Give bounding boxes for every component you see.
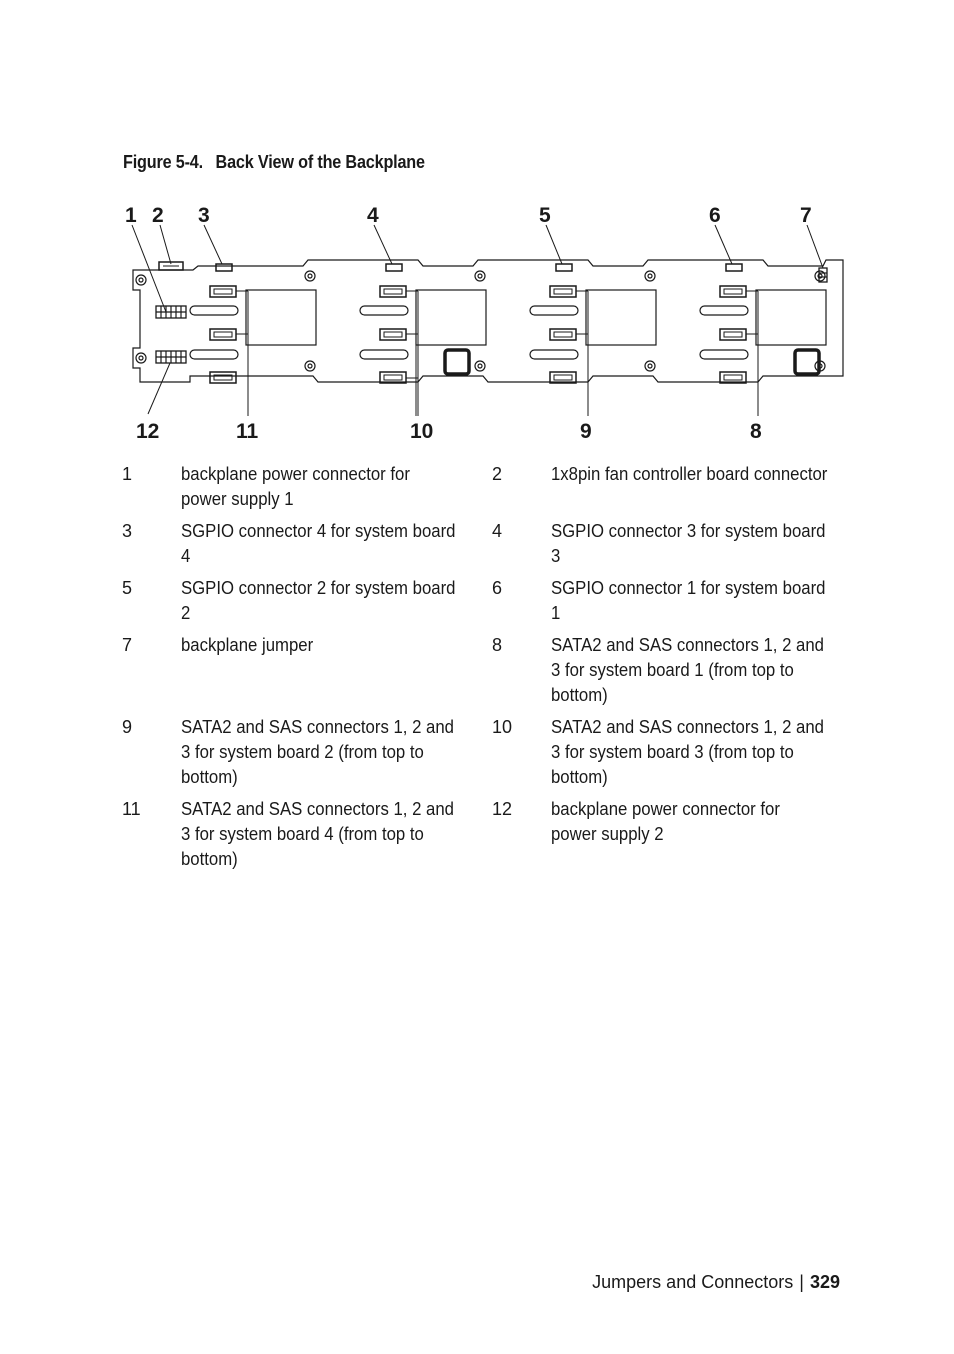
figure-label: Figure 5-4. [123,152,203,172]
legend-text: backplane jumper [180,635,314,655]
legend-text: backplane power connector for power supp… [550,799,780,844]
page-footer: Jumpers and Connectors|329 [592,1272,840,1293]
legend-num: 7 [122,635,133,655]
power-connector-psu2 [155,350,187,364]
board-section [189,263,317,384]
legend-text: SATA2 and SAS connectors 1, 2 and 3 for … [180,799,454,869]
callout-11: 11 [236,420,259,443]
footer-separator: | [799,1272,804,1292]
legend-num: 3 [122,521,133,541]
board-outline [132,259,844,383]
footer-section-title: Jumpers and Connectors [592,1272,794,1292]
legend-table: 1 backplane power connector for power su… [120,462,860,879]
legend-num: 2 [491,464,502,484]
leader-lines [131,224,824,416]
legend-num: 8 [491,635,502,655]
legend-num: 11 [122,799,141,819]
legend-text: backplane power connector for power supp… [180,464,410,509]
legend-num: 6 [491,578,502,598]
figure-caption: Figure 5-4. Back View of the Backplane [123,152,425,173]
callout-3: 3 [198,204,210,227]
legend-num: 9 [122,717,133,737]
callout-9: 9 [580,420,592,443]
legend-num: 10 [491,717,512,737]
legend-text: SGPIO connector 4 for system board 4 [180,521,456,566]
callout-4: 4 [367,204,379,227]
fan-connector [158,261,184,271]
legend-text: SGPIO connector 1 for system board 1 [550,578,826,623]
legend-num: 5 [122,578,133,598]
legend-row: 5 SGPIO connector 2 for system board 2 6… [120,576,860,633]
legend-text: SATA2 and SAS connectors 1, 2 and 3 for … [180,717,454,787]
legend-text: SGPIO connector 2 for system board 2 [180,578,456,623]
legend-num: 4 [491,521,502,541]
callout-6: 6 [709,204,721,227]
legend-text: SATA2 and SAS connectors 1, 2 and 3 for … [550,717,824,787]
figure-title: Back View of the Backplane [215,152,425,172]
power-connector-psu1 [155,305,187,319]
legend-row: 1 backplane power connector for power su… [120,462,860,519]
legend-row: 7 backplane jumper 8 SATA2 and SAS conne… [120,633,860,715]
callout-8: 8 [750,420,762,443]
legend-row: 9 SATA2 and SAS connectors 1, 2 and 3 fo… [120,715,860,797]
backplane-diagram: 1 2 3 4 5 6 7 12 11 10 9 8 [118,198,848,448]
legend-row: 11 SATA2 and SAS connectors 1, 2 and 3 f… [120,797,860,879]
page-number: 329 [809,1272,840,1292]
legend-num: 12 [491,799,512,819]
callout-12: 12 [136,420,159,443]
legend-text: 1x8pin fan controller board connector [550,464,828,484]
legend-num: 1 [122,464,133,484]
legend-row: 3 SGPIO connector 4 for system board 4 4… [120,519,860,576]
legend-text: SGPIO connector 3 for system board 3 [550,521,826,566]
callout-1: 1 [125,204,137,227]
callout-2: 2 [152,204,164,227]
callout-5: 5 [539,204,551,227]
callout-7: 7 [800,204,812,227]
callout-10: 10 [410,420,433,443]
legend-text: SATA2 and SAS connectors 1, 2 and 3 for … [550,635,824,705]
